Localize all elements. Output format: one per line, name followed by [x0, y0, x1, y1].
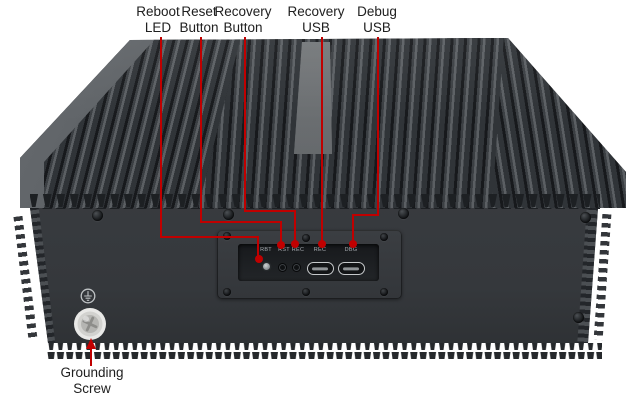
dbg-usb-label: DBG [344, 246, 358, 253]
callout-label-reset-button: Reset Button [179, 4, 219, 35]
recovery-usb-port [306, 262, 334, 275]
plate-screw [302, 234, 310, 242]
callout-dot [291, 239, 299, 248]
plate-screw [223, 288, 231, 296]
reset-button [278, 263, 286, 271]
face-screw [222, 208, 234, 220]
callout-arrowhead [85, 338, 96, 349]
bottom-fins-teeth [46, 343, 602, 359]
callout-line [257, 236, 259, 257]
plate-screw [380, 288, 388, 296]
callout-dot [255, 255, 263, 263]
plate-screw [223, 232, 231, 240]
callout-line [244, 37, 246, 212]
callout-dot [277, 241, 285, 249]
face-screw [579, 211, 591, 223]
callout-line [321, 37, 323, 241]
callout-line [294, 210, 296, 241]
rst-button-label: RST [278, 246, 290, 253]
callout-label-grounding-screw: Grounding Screw [60, 365, 124, 396]
rbt-led-label: RBT [260, 246, 272, 253]
callout-line [244, 210, 296, 212]
debug-usb-port [337, 262, 365, 275]
grounding-screw [74, 308, 106, 340]
callout-line [377, 37, 379, 216]
usb-slot [312, 266, 328, 271]
callout-line [160, 37, 162, 237]
face-screw [91, 209, 103, 221]
reboot-led [262, 262, 270, 270]
recovery-button [292, 263, 300, 271]
callout-line [352, 214, 379, 216]
usb-slot [343, 266, 359, 271]
callout-dot [318, 239, 326, 248]
callout-label-reboot-led: Reboot LED [136, 4, 180, 35]
rec-button-label: REC [291, 246, 305, 253]
callout-label-recovery-usb: Recovery USB [287, 4, 345, 35]
callout-line [280, 221, 282, 242]
callout-dot [349, 239, 357, 248]
heatsink-bottom-teeth [30, 194, 600, 209]
callout-line [352, 214, 354, 241]
face-screw [397, 207, 409, 219]
plate-screw [380, 233, 388, 241]
face-screw [572, 311, 584, 323]
rec-usb-label: REC [313, 246, 327, 253]
callout-line [160, 236, 259, 238]
callout-line [200, 221, 282, 223]
plate-screw [302, 288, 310, 296]
callout-line [200, 37, 202, 223]
callout-label-recovery-button: Recovery Button [214, 4, 272, 35]
ground-symbol-icon [80, 288, 96, 304]
callout-label-debug-usb: Debug USB [357, 4, 397, 35]
callout-line [90, 348, 92, 366]
